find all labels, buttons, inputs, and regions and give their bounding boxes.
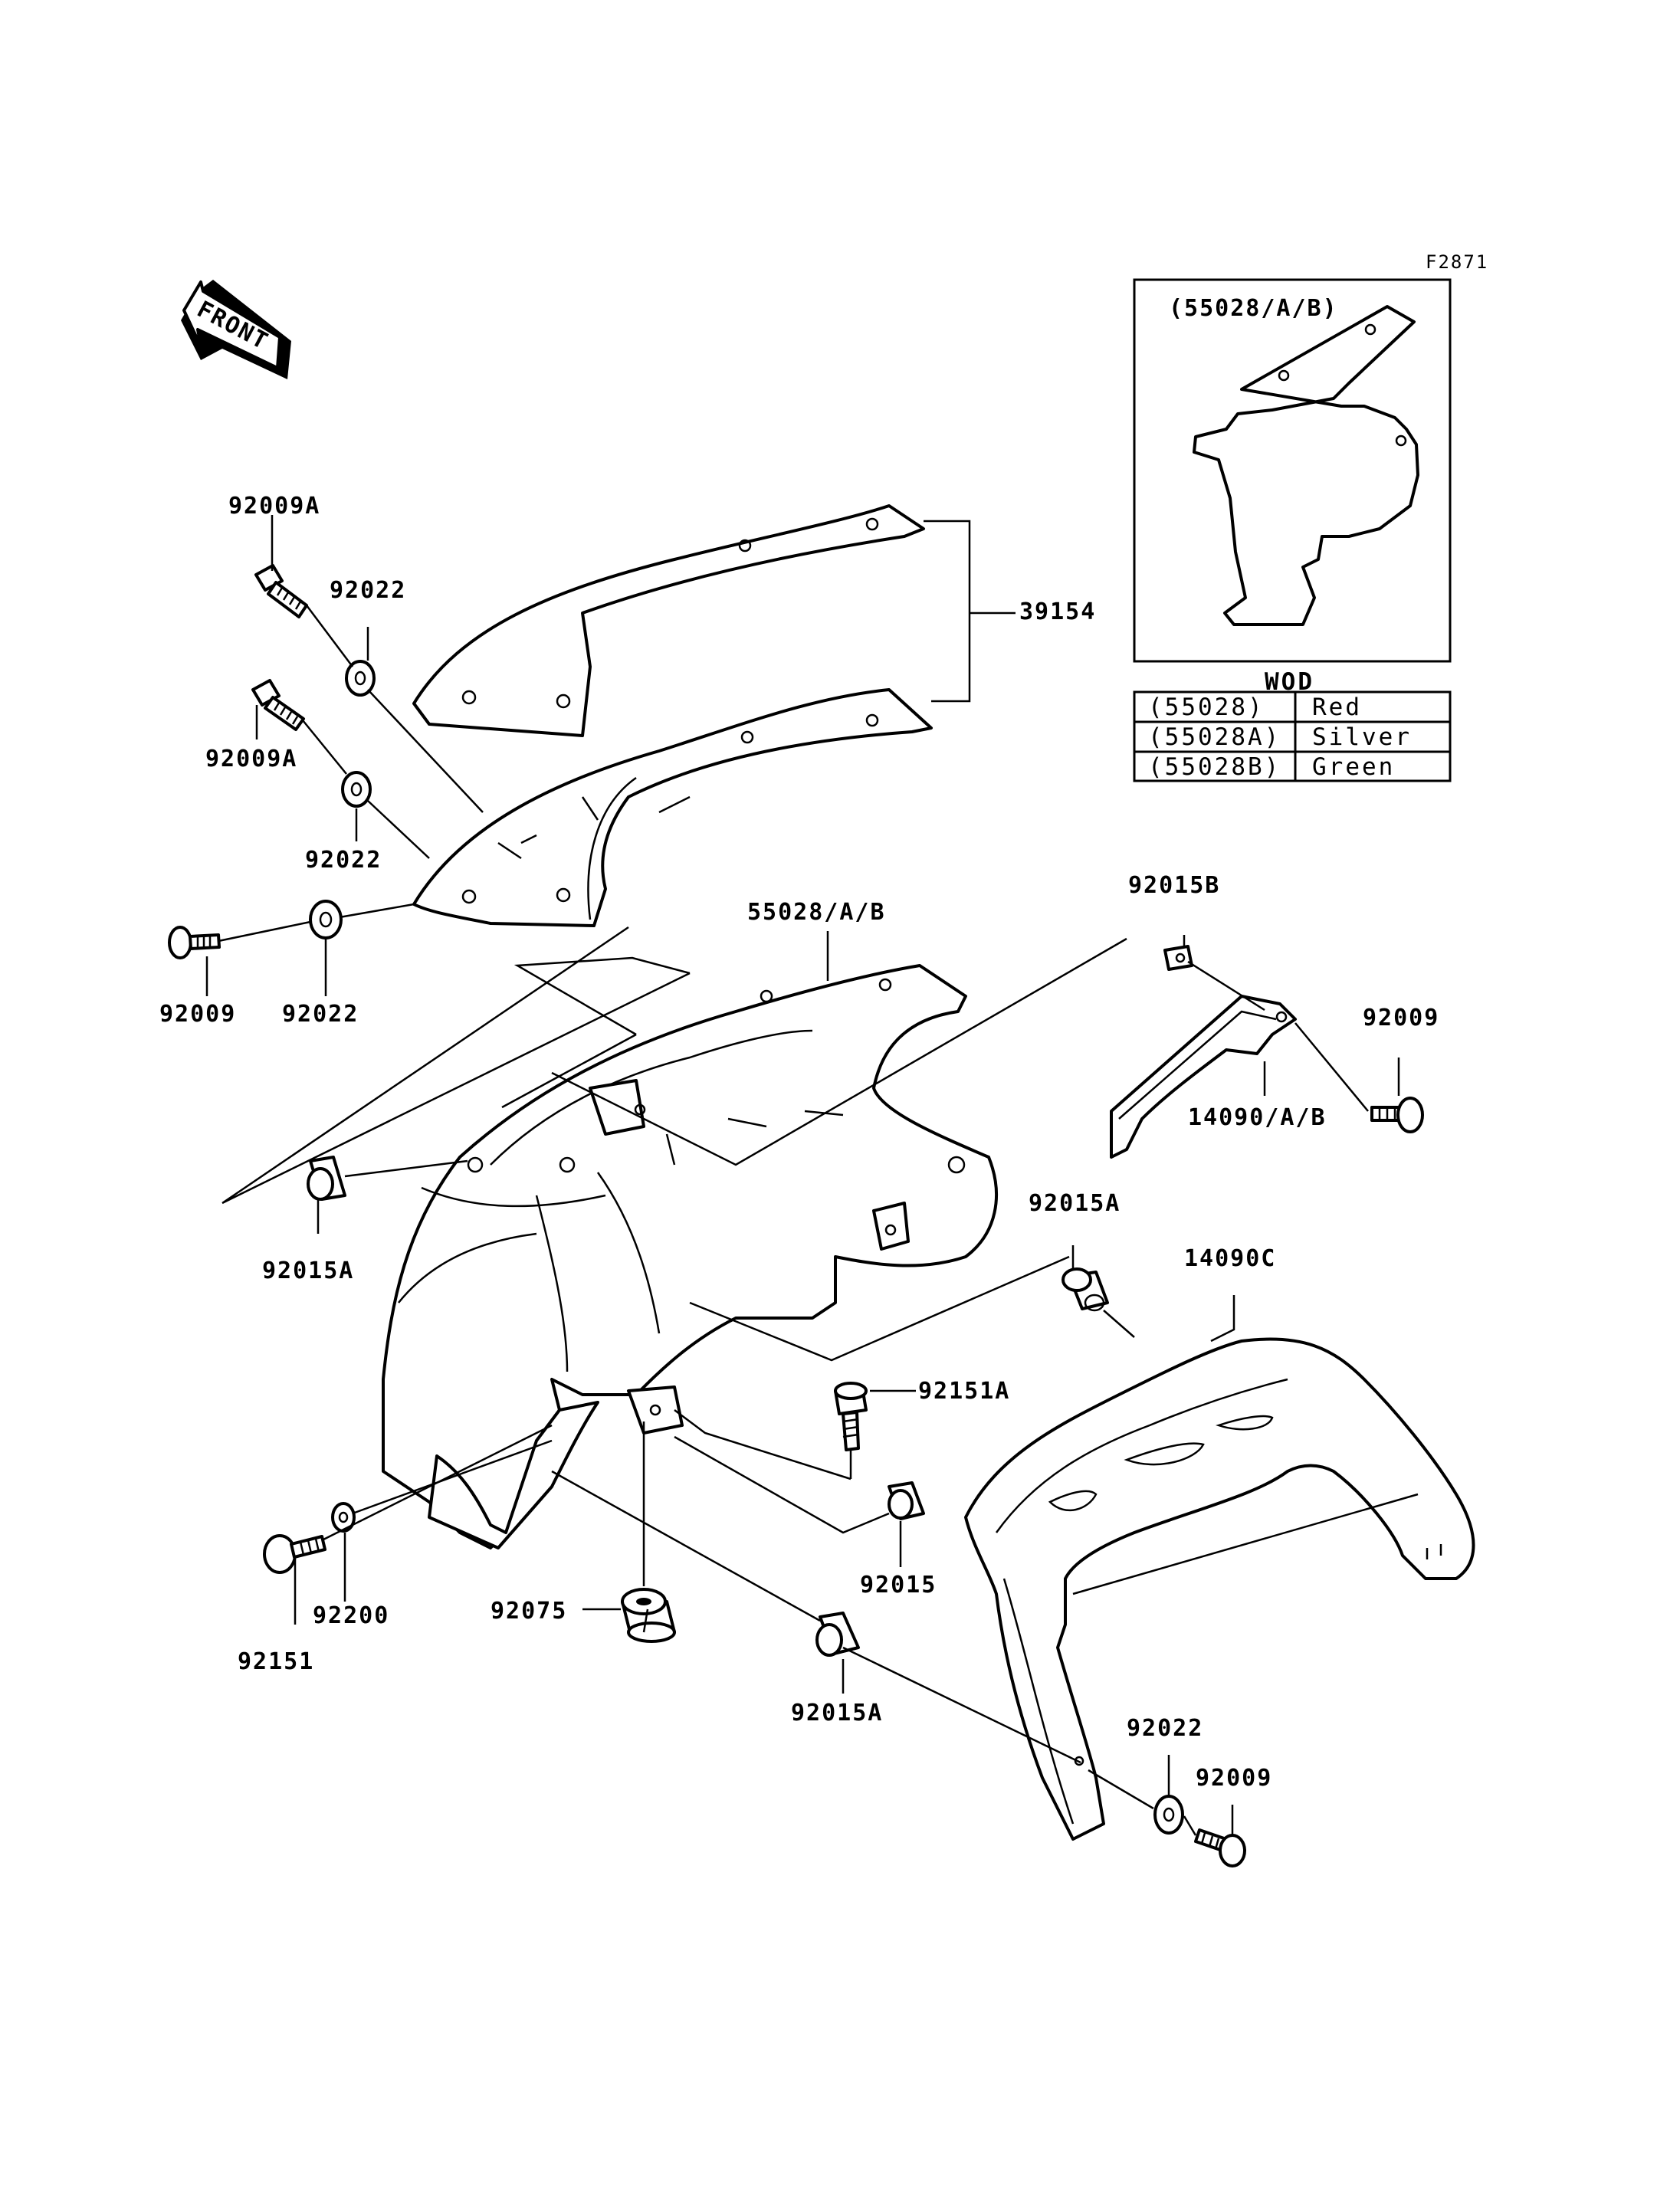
washer-92022-left-icon <box>309 900 343 939</box>
label-92022: 92022 <box>330 577 406 604</box>
table-row-color: Green <box>1312 753 1395 781</box>
label-92015B: 92015B <box>1128 872 1220 899</box>
grommet-92015A-left-icon <box>307 1156 346 1201</box>
guard-14090C <box>964 1337 1475 1841</box>
table-row-code: (55028B) <box>1148 753 1281 781</box>
bolt-92009A-top-icon <box>254 564 308 618</box>
figure-code: F2871 <box>1426 251 1488 273</box>
label-92015: 92015 <box>860 1572 937 1599</box>
table-row-code: (55028) <box>1148 694 1265 721</box>
color-table: WOD (55028) Red (55028A) Silver (55028B)… <box>1133 668 1452 782</box>
fairing-55028 <box>382 964 998 1549</box>
bolt-92009A-mid-icon <box>251 679 305 731</box>
washer-92022-top-icon <box>345 660 376 697</box>
table-row-code: (55028A) <box>1148 723 1281 751</box>
label-92015A: 92015A <box>791 1700 883 1726</box>
grommet-92015-icon <box>888 1481 925 1520</box>
inset-panel: (55028/A/B) <box>1133 278 1452 663</box>
label-92200: 92200 <box>313 1602 389 1629</box>
leader-lines <box>205 515 1400 1836</box>
washer-92022-bottom-icon <box>1153 1795 1184 1835</box>
label-92015A: 92015A <box>1029 1190 1121 1217</box>
bolt-92151-icon <box>263 1534 326 1574</box>
front-arrow-icon: FRONT <box>181 280 291 379</box>
label-92009: 92009 <box>159 1001 236 1028</box>
label-39154: 39154 <box>1019 598 1096 625</box>
grommet-92015A-bottom-icon <box>815 1612 860 1657</box>
cover-39154-lower <box>412 688 933 927</box>
label-92009A: 92009A <box>228 493 320 520</box>
cover-39154 <box>412 504 925 737</box>
label-92022: 92022 <box>282 1001 359 1028</box>
washer-92022-mid-icon <box>341 771 372 808</box>
grommet-92075-icon <box>621 1588 676 1643</box>
label-92009: 92009 <box>1196 1765 1272 1792</box>
label-14090: 14090/A/B <box>1188 1104 1327 1131</box>
grommet-92015A-right-icon <box>1061 1267 1109 1312</box>
label-92015A: 92015A <box>262 1258 354 1284</box>
bolt-92009-left-icon <box>168 926 221 959</box>
label-92009A: 92009A <box>205 746 297 772</box>
label-92151A: 92151A <box>918 1378 1010 1405</box>
bolt-92009-right-icon <box>1370 1097 1424 1133</box>
table-row-color: Silver <box>1312 723 1412 751</box>
label-92151: 92151 <box>238 1648 314 1675</box>
bolt-92151A-icon <box>834 1382 868 1451</box>
bolt-92009-bottom-icon <box>1194 1828 1246 1867</box>
inset-label: (55028/A/B) <box>1169 295 1338 322</box>
label-92022: 92022 <box>305 847 382 874</box>
table-row-color: Red <box>1312 694 1362 721</box>
bracket-14090AB <box>1110 945 1297 1159</box>
label-92075: 92075 <box>491 1598 567 1625</box>
label-92022: 92022 <box>1127 1715 1203 1742</box>
washer-92200-icon <box>331 1502 356 1533</box>
label-14090C: 14090C <box>1184 1245 1276 1272</box>
label-92009: 92009 <box>1363 1005 1439 1031</box>
label-55028: 55028/A/B <box>747 899 886 926</box>
